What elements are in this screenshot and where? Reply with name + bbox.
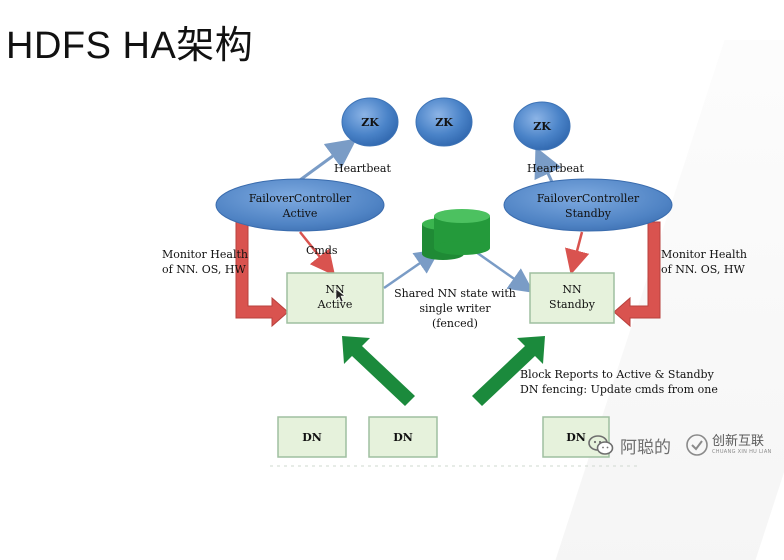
- dn-label-1: DN: [302, 431, 322, 444]
- block-report-arrow-left: [342, 336, 415, 406]
- shared-storage-icon: [422, 209, 490, 260]
- zk-label-3: ZK: [533, 120, 551, 133]
- brand-name: 创新互联: [712, 434, 765, 449]
- monitor-right-line1: Monitor Health: [661, 248, 747, 261]
- architecture-diagram: ZK ZK ZK Heartbeat Heartbeat FailoverCon…: [162, 97, 747, 467]
- block-report-arrow-right: [472, 336, 545, 406]
- dn-box-1: DN: [277, 416, 347, 458]
- shared-line-standby: [475, 250, 535, 293]
- mouse-cursor-icon: [335, 288, 346, 303]
- fc-standby-line2: Standby: [565, 207, 612, 220]
- brand-logo-icon: [686, 434, 708, 456]
- zk-node-1: ZK: [341, 97, 399, 147]
- cmds-arrow-left: [299, 231, 336, 276]
- nn-standby-box: NN Standby: [529, 272, 615, 324]
- monitor-arrow-right: [613, 221, 661, 328]
- dn-box-2: DN: [368, 416, 438, 458]
- dn-label-3: DN: [566, 431, 586, 444]
- cmds-arrow-right: [565, 231, 590, 275]
- nn-standby-line1: NN: [562, 283, 582, 296]
- heartbeat-label-right: Heartbeat: [527, 162, 584, 175]
- nn-active-line2: Active: [317, 298, 353, 311]
- watermark-name: 阿聪的: [620, 437, 671, 458]
- shared-line-active: [383, 249, 441, 290]
- block-reports-line1: Block Reports to Active & Standby: [520, 368, 715, 381]
- shared-state-line1: Shared NN state with: [394, 287, 516, 300]
- monitor-arrow-left: [235, 221, 289, 328]
- slide-title: HDFS HA架构: [6, 25, 254, 67]
- nn-active-box: NN Active: [286, 272, 384, 324]
- zk-label-1: ZK: [361, 116, 379, 129]
- wechat-icon: [588, 435, 614, 455]
- shared-state-line3: (fenced): [432, 317, 478, 330]
- zk-node-3: ZK: [513, 101, 571, 151]
- failover-controller-standby: FailoverController Standby: [503, 178, 673, 232]
- heartbeat-arrow-right: [534, 146, 562, 183]
- nn-standby-line2: Standby: [549, 298, 596, 311]
- fc-standby-line1: FailoverController: [537, 192, 640, 205]
- dn-label-2: DN: [393, 431, 413, 444]
- heartbeat-label-left: Heartbeat: [334, 162, 391, 175]
- cmds-label: Cmds: [306, 244, 338, 257]
- monitor-left-line1: Monitor Health: [162, 248, 248, 261]
- brand-subtitle: CHUANG XIN HU LIAN: [712, 449, 772, 455]
- brand-logo: 创新互联 CHUANG XIN HU LIAN: [685, 433, 772, 457]
- monitor-left-line2: of NN. OS, HW: [162, 263, 246, 276]
- heartbeat-arrow-left: [299, 138, 357, 182]
- zk-node-2: ZK: [415, 97, 473, 147]
- block-reports-line2: DN fencing: Update cmds from one: [520, 383, 718, 396]
- monitor-right-line2: of NN. OS, HW: [661, 263, 745, 276]
- fc-active-line2: Active: [282, 207, 318, 220]
- zk-label-2: ZK: [435, 116, 453, 129]
- failover-controller-active: FailoverController Active: [215, 178, 385, 232]
- shared-state-line2: single writer: [419, 302, 491, 315]
- fc-active-line1: FailoverController: [249, 192, 352, 205]
- watermark: 阿聪的 创新互联 CHUANG XIN HU LIAN: [588, 428, 772, 462]
